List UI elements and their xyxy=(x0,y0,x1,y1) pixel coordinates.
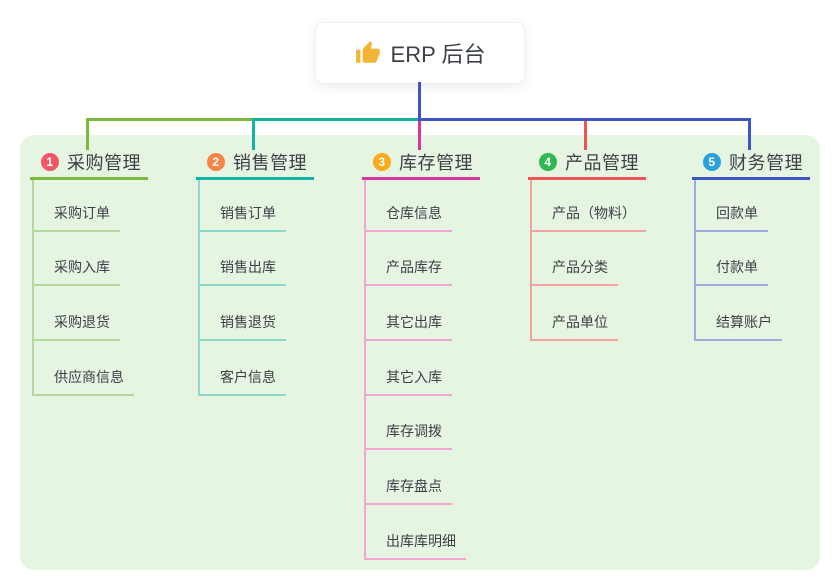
child-label: 产品单位 xyxy=(552,313,608,330)
child-node[interactable]: 付款单 xyxy=(694,254,768,287)
child-label: 出库库明细 xyxy=(386,532,456,549)
branch-销售管理: 2 销售管理销售订单销售出库销售退货客户信息 xyxy=(196,150,346,396)
branch-spine-line xyxy=(198,180,200,396)
child-label: 客户信息 xyxy=(220,368,276,385)
child-label: 付款单 xyxy=(716,259,758,276)
mindmap-board xyxy=(20,135,820,570)
branch-number-badge: 2 xyxy=(207,153,225,171)
child-node[interactable]: 采购退货 xyxy=(32,309,120,341)
branch-number-badge: 3 xyxy=(373,153,391,171)
child-node[interactable]: 结算账户 xyxy=(694,309,782,341)
root-connector-line xyxy=(418,82,421,121)
branch-spine-line xyxy=(530,180,532,341)
branch-spine-line xyxy=(364,180,366,560)
trunk-line-left-green xyxy=(86,118,254,121)
branch-label: 销售管理 xyxy=(233,153,307,173)
trunk-line-mid-teal xyxy=(252,118,421,121)
child-label: 产品库存 xyxy=(386,259,442,276)
child-node[interactable]: 销售出库 xyxy=(198,254,286,287)
child-label: 产品分类 xyxy=(552,259,608,276)
child-label: 其它入库 xyxy=(386,368,442,385)
branch-drop-line xyxy=(86,118,89,150)
child-label: 销售退货 xyxy=(220,313,276,330)
child-node[interactable]: 采购入库 xyxy=(32,254,120,287)
branch-库存管理: 3 库存管理仓库信息产品库存其它出库其它入库库存调拨库存盘点出库库明细 xyxy=(362,150,512,560)
child-label: 仓库信息 xyxy=(386,204,442,221)
child-node[interactable]: 其它入库 xyxy=(364,364,452,396)
branch-label: 财务管理 xyxy=(729,153,803,173)
child-label: 供应商信息 xyxy=(54,368,124,385)
child-label: 库存盘点 xyxy=(386,478,442,494)
branch-label: 产品管理 xyxy=(565,153,639,173)
branch-drop-line xyxy=(252,118,255,150)
child-node[interactable]: 销售退货 xyxy=(198,309,286,341)
child-node[interactable]: 其它出库 xyxy=(364,309,452,341)
child-label: 采购订单 xyxy=(54,204,110,221)
thumbs-up-icon xyxy=(355,41,380,63)
branch-drop-line xyxy=(584,121,587,150)
root-label: ERP 后台 xyxy=(390,42,486,67)
child-label: 销售出库 xyxy=(220,259,276,276)
child-label: 采购入库 xyxy=(54,259,110,276)
branch-header[interactable]: 2 销售管理 xyxy=(196,150,314,180)
child-node[interactable]: 库存调拨 xyxy=(364,418,452,451)
branch-label: 库存管理 xyxy=(399,153,473,173)
branch-drop-line xyxy=(418,121,421,150)
branch-产品管理: 4 产品管理产品（物料） 产品分类产品单位 xyxy=(528,150,678,341)
child-node[interactable]: 产品单位 xyxy=(530,309,618,341)
branch-number-badge: 1 xyxy=(41,153,59,171)
child-node[interactable]: 供应商信息 xyxy=(32,364,134,396)
child-node[interactable]: 回款单 xyxy=(694,200,768,232)
child-node[interactable]: 产品库存 xyxy=(364,254,452,287)
child-label: 其它出库 xyxy=(386,313,442,330)
branch-header[interactable]: 3 库存管理 xyxy=(362,150,480,180)
child-node[interactable]: 仓库信息 xyxy=(364,200,452,232)
child-node[interactable]: 出库库明细 xyxy=(364,528,466,560)
trunk-line-right-blue xyxy=(418,118,751,121)
branch-number-badge: 4 xyxy=(539,153,557,171)
branch-财务管理: 5 财务管理回款单付款单结算账户 xyxy=(692,150,839,341)
branch-label: 采购管理 xyxy=(67,153,141,173)
child-node[interactable]: 产品（物料） xyxy=(530,200,646,232)
child-label: 产品（物料） xyxy=(552,204,636,221)
branch-header[interactable]: 1 采购管理 xyxy=(30,150,148,180)
branch-采购管理: 1 采购管理采购订单采购入库采购退货供应商信息 xyxy=(30,150,180,396)
child-node[interactable]: 采购订单 xyxy=(32,200,120,232)
branch-spine-line xyxy=(694,180,696,341)
branch-drop-line xyxy=(748,118,751,150)
child-node[interactable]: 客户信息 xyxy=(198,364,286,396)
child-node[interactable]: 库存盘点 xyxy=(364,473,452,505)
child-label: 采购退货 xyxy=(54,313,110,330)
child-node[interactable]: 销售订单 xyxy=(198,200,286,232)
branch-spine-line xyxy=(32,180,34,396)
root-node[interactable]: ERP 后台 xyxy=(315,22,525,84)
branch-header[interactable]: 5 财务管理 xyxy=(692,150,810,180)
child-label: 结算账户 xyxy=(716,313,772,330)
branch-header[interactable]: 4 产品管理 xyxy=(528,150,646,180)
child-label: 销售订单 xyxy=(220,204,276,221)
child-node[interactable]: 产品分类 xyxy=(530,254,618,287)
branch-number-badge: 5 xyxy=(703,153,721,171)
child-label: 库存调拨 xyxy=(386,423,442,440)
child-label: 回款单 xyxy=(716,204,758,221)
